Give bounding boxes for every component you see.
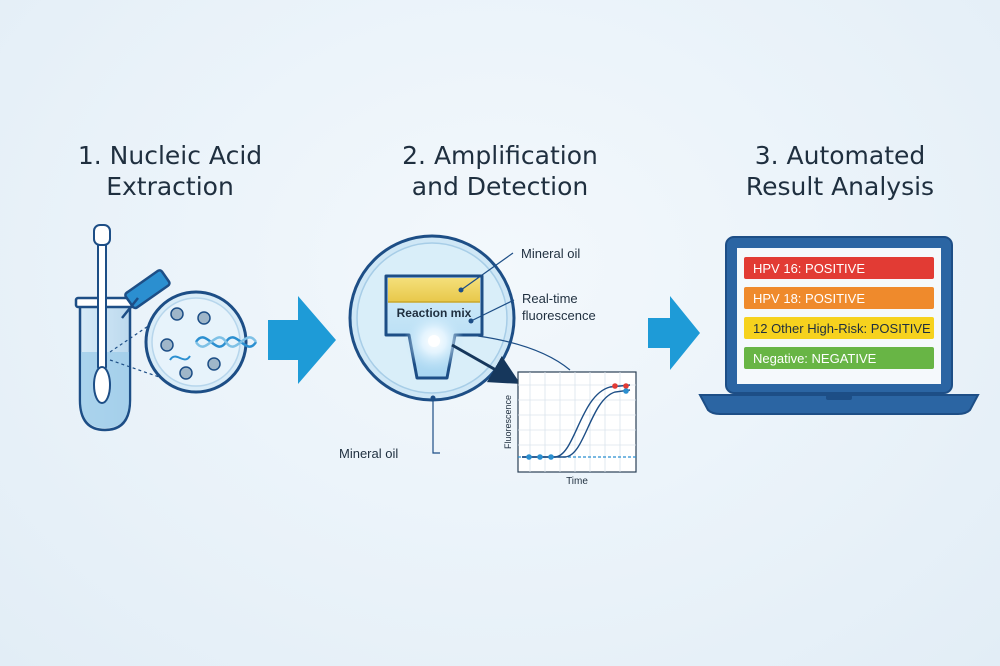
step-2-title: 2. Amplification and Detection — [380, 140, 620, 202]
step-1-title-line2: Extraction — [106, 172, 234, 201]
result-bar-other-high-risk — [744, 317, 934, 339]
step-1-title-line1: 1. Nucleic Acid — [77, 141, 263, 170]
mineral-oil-top-label: Mineral oil — [521, 246, 580, 261]
result-bar-negative — [744, 347, 934, 369]
to-chart-arrow — [451, 343, 521, 384]
mini-amplification-chart — [517, 371, 637, 473]
glow-to-chart-line — [477, 335, 571, 371]
chart-xlabel: Time — [566, 476, 588, 487]
result-text-other-high-risk: 12 Other High-Risk: POSITIVE — [753, 321, 931, 336]
reaction-mix-label: Reaction mix — [397, 306, 472, 320]
leader-fluorescence — [470, 299, 515, 322]
step-3-title-line1: 3. Automated — [754, 141, 926, 170]
flow-arrow-icon-1 — [268, 296, 336, 384]
leader-oil-bottom — [432, 398, 440, 454]
step-2-title-line1: 2. Amplification — [402, 141, 598, 170]
step-3-title: 3. Automated Result Analysis — [720, 140, 960, 202]
realtime-label-line2: fluorescence — [522, 308, 596, 323]
result-text-hpv16: HPV 16: POSITIVE — [753, 261, 865, 276]
flow-arrow-icon-2 — [648, 296, 700, 370]
result-text-hpv18: HPV 18: POSITIVE — [753, 291, 865, 306]
leader-oil-top — [460, 252, 514, 291]
dna-magnifier-icon — [144, 290, 258, 394]
step-1-title: 1. Nucleic Acid Extraction — [60, 140, 280, 202]
step-2-title-line2: and Detection — [411, 172, 589, 201]
result-text-negative: Negative: NEGATIVE — [753, 351, 877, 366]
reaction-well-icon — [348, 234, 516, 402]
result-list: HPV 16: POSITIVE HPV 18: POSITIVE 12 Oth… — [744, 257, 934, 369]
result-bar-hpv16 — [744, 257, 934, 279]
realtime-label-line1: Real-time — [522, 291, 578, 306]
mineral-oil-bottom-label: Mineral oil — [339, 446, 398, 461]
swab-tube-icon — [74, 224, 171, 432]
chart-ylabel: Fluorescence — [503, 395, 513, 449]
result-bar-hpv18 — [744, 287, 934, 309]
step-3-title-line2: Result Analysis — [745, 172, 935, 201]
